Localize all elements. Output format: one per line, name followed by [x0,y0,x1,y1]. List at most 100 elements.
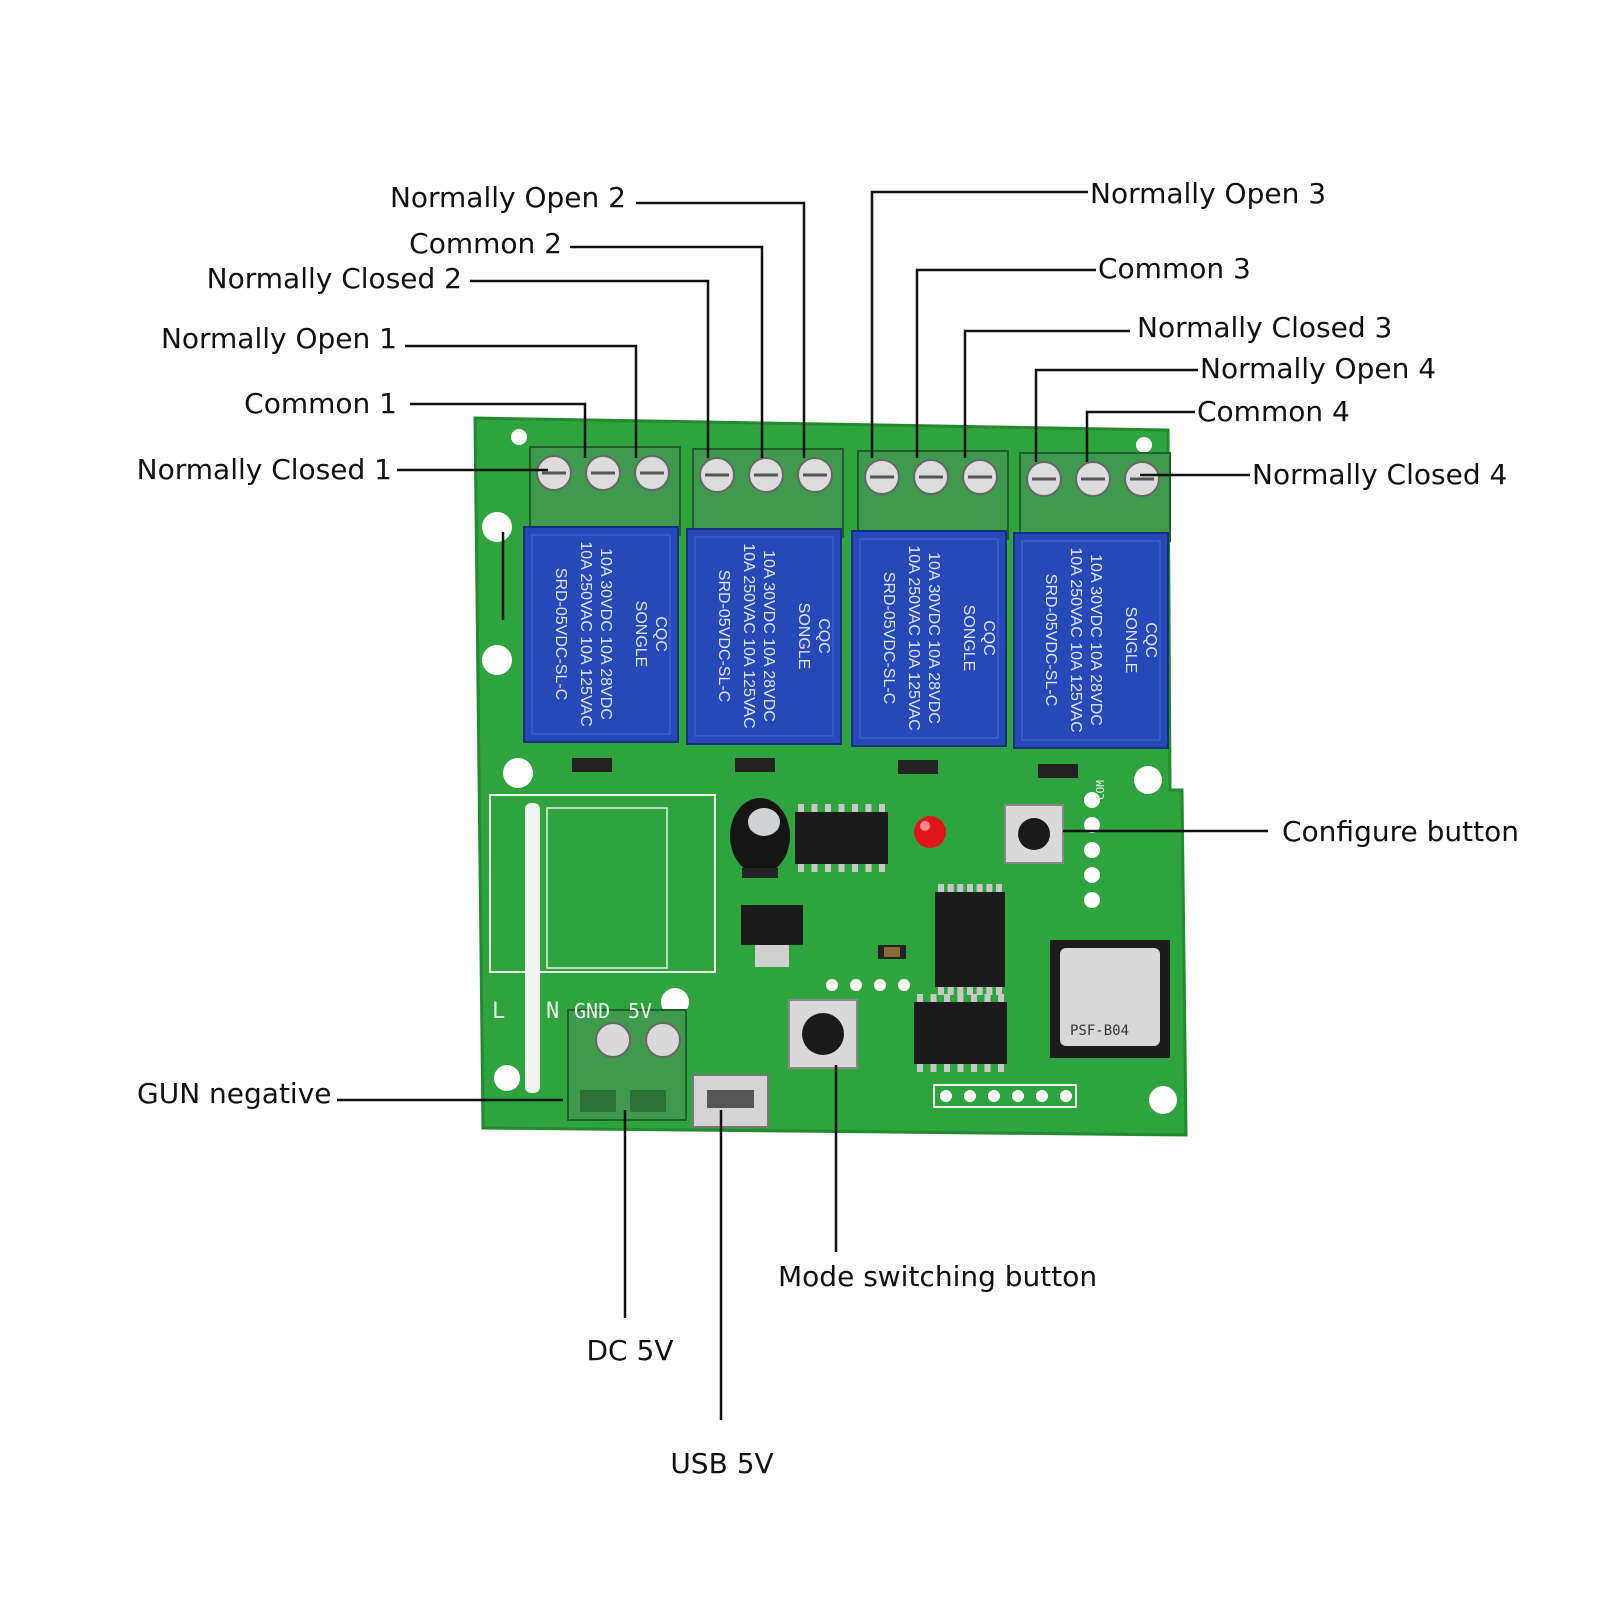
wifi-module: PSF-B04 [1050,940,1170,1058]
relay-brand-label: SONGLE [795,603,812,670]
relay-model-label: SRD-05VDC-SL-C [552,568,569,700]
label-common-4: Common 4 [1197,395,1350,428]
antenna-trace [525,803,540,1093]
terminal-screw[interactable] [536,455,572,491]
configure-button[interactable] [1004,804,1064,864]
status-led [914,816,946,848]
relay-rating-label: 10A 30VDC 10A 28VDC [760,550,777,722]
relay-rating-label: 10A 250VAC 10A 125VAC [577,541,594,726]
mounting-hole [1134,766,1162,794]
label-gun-negative: GUN negative [137,1077,332,1110]
relay-cert-label: CQC [980,620,997,656]
leader-com2 [570,245,764,458]
smd-pad [572,758,612,772]
label-usb-5v: USB 5V [670,1447,773,1480]
label-normally-closed-2: Normally Closed 2 [207,262,462,295]
ic-chip [795,804,888,872]
silk-com-label: COM [1094,780,1107,800]
power-terminal-block [567,1009,687,1121]
label-normally-closed-1: Normally Closed 1 [137,453,392,486]
header-pin [940,1090,952,1102]
header-pin [964,1090,976,1102]
terminal-screw[interactable] [585,455,621,491]
relay-rating-label: 10A 250VAC 10A 125VAC [1067,547,1084,732]
terminal-screw[interactable] [864,459,900,495]
terminal-screw[interactable] [1075,461,1111,497]
relay-brand-label: SONGLE [1122,607,1139,674]
label-normally-open-4: Normally Open 4 [1200,352,1436,385]
header-pin [874,979,886,991]
leader-com1 [410,402,587,458]
terminal-screw[interactable] [913,459,949,495]
label-mode-switching-button: Mode switching button [778,1260,1097,1293]
leader-no3 [870,190,1088,458]
terminal-screw[interactable] [699,457,735,493]
terminal-screw[interactable] [797,457,833,493]
relay-terminal-blocks [529,446,1171,542]
leader-no2 [636,201,806,458]
silk-n-label: N [546,999,559,1024]
header-pin [1012,1090,1024,1102]
header-pin [850,979,862,991]
voltage-regulator [741,905,803,967]
module-label: PSF-B04 [1070,1023,1129,1039]
terminal-screw[interactable] [1124,461,1160,497]
label-common-2: Common 2 [409,227,562,260]
silk-gnd-label: GND [574,999,610,1023]
ic-chip [935,884,1005,995]
leader-no1 [405,344,638,458]
terminal-screw[interactable] [748,457,784,493]
relay-rating-label: 10A 30VDC 10A 28VDC [925,552,942,724]
terminal-block [857,450,1009,540]
terminal-screw[interactable] [962,459,998,495]
label-common-1: Common 1 [244,387,397,420]
pin-header-outline [933,1084,1077,1108]
label-normally-closed-3: Normally Closed 3 [1137,311,1392,344]
mounting-hole [1149,1086,1177,1114]
leader-com4 [1085,410,1195,462]
header-pin [988,1090,1000,1102]
relay-rating-label: 10A 250VAC 10A 125VAC [905,545,922,730]
leader-nc3 [963,329,1130,458]
relay-model-label: SRD-05VDC-SL-C [715,570,732,702]
header-pin [898,979,910,991]
leader-com3 [915,268,1096,458]
terminal-block [529,446,681,536]
mounting-hole [494,1065,520,1091]
terminal-block [1019,452,1171,542]
leader-lines [337,190,1268,1420]
relay-cert-label: CQC [815,618,832,654]
mounting-hole [482,512,512,542]
smd-resistor [878,945,906,959]
relay-brand-label: SONGLE [632,601,649,668]
ic-chip [914,994,1007,1072]
relay-rating-label: 10A 250VAC 10A 125VAC [740,543,757,728]
label-common-3: Common 3 [1098,252,1251,285]
relay-rating-label: 10A 30VDC 10A 28VDC [597,548,614,720]
silk-5v-label: 5V [628,999,652,1023]
rf-area [489,794,716,1093]
capacitor [730,798,790,878]
terminal-screw[interactable] [1026,461,1062,497]
mounting-hole [511,429,527,445]
silk-l-label: L [492,999,505,1024]
micro-usb-port [692,1074,769,1128]
header-pin [1036,1090,1048,1102]
label-normally-closed-4: Normally Closed 4 [1252,458,1507,491]
mode-switching-button[interactable] [788,999,858,1069]
smd-pad [898,760,938,774]
mounting-hole [482,645,512,675]
leader-no4 [1034,368,1198,462]
leader-nc2 [470,279,710,458]
mounting-hole [503,758,533,788]
header-pin [1084,817,1100,833]
header-pins [1084,792,1100,908]
terminal-screw[interactable] [634,455,670,491]
header-pin [1084,842,1100,858]
label-normally-open-1: Normally Open 1 [161,322,397,355]
